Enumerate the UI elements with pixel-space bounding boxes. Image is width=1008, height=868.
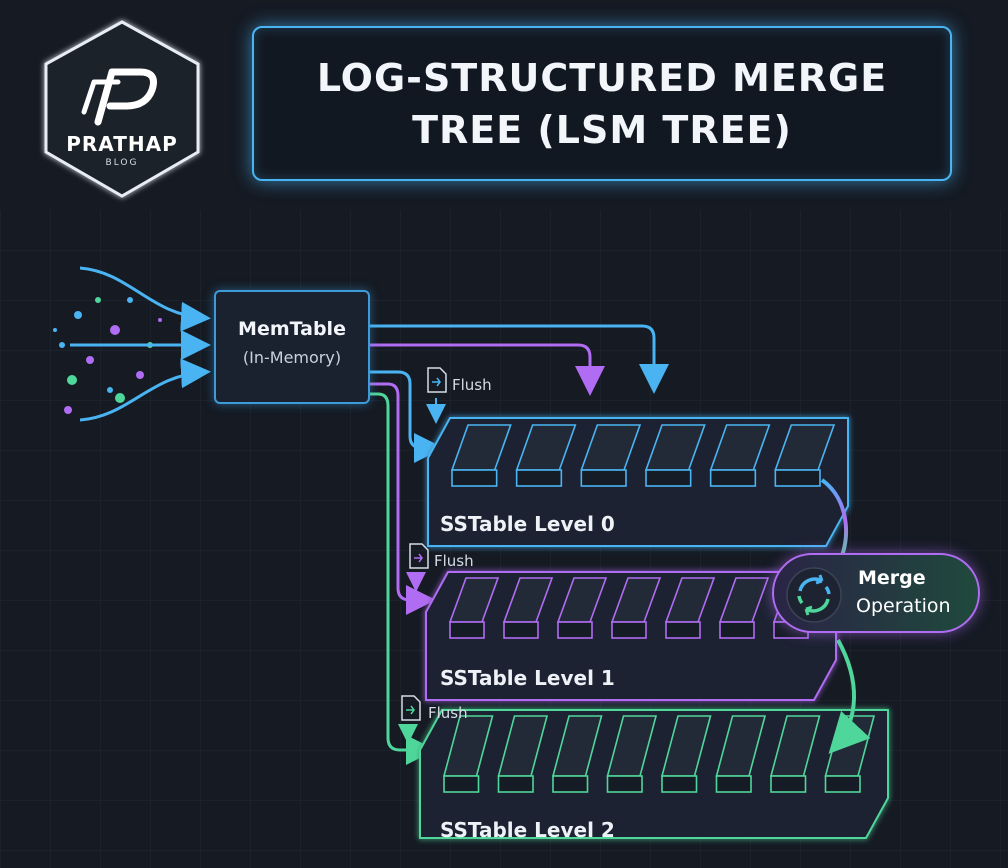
sstable-block-front <box>709 469 757 487</box>
sstable-block-front <box>824 775 861 793</box>
memtable-subtitle: (In-Memory) <box>242 348 342 367</box>
logo <box>44 20 200 198</box>
sstable-block-front <box>557 621 593 639</box>
flush-label-0: Flush <box>452 376 492 394</box>
merge-line-1: Merge <box>858 567 926 589</box>
title-box: LOG-STRUCTURED MERGE TREE (LSM TREE) <box>252 26 952 181</box>
incoming-data-particles <box>53 297 162 414</box>
sstable-level-0 <box>427 417 849 547</box>
sstable-block-front <box>606 775 643 793</box>
sstable-block-front <box>661 775 698 793</box>
file-icon <box>427 367 447 393</box>
sstable-block-front <box>580 469 627 487</box>
file-icon <box>409 543 429 569</box>
flush-marker-0 <box>426 367 447 424</box>
memtable-title: MemTable <box>238 318 346 340</box>
logo-subtitle: BLOG <box>105 158 139 168</box>
file-icon <box>401 695 421 721</box>
flush-marker-1 <box>406 543 429 592</box>
sstable-block-front <box>774 469 821 487</box>
sstable-block-front <box>451 469 498 487</box>
sstable-level-2 <box>419 709 889 839</box>
memtable-to-level0-arrows <box>370 324 669 765</box>
sstable-block-front <box>552 775 589 793</box>
sstable-block-front <box>443 775 480 793</box>
title-line-2: TREE (LSM TREE) <box>412 107 792 152</box>
sstable-block-front <box>611 621 647 639</box>
level-2-label: SSTable Level 2 <box>440 818 615 842</box>
sstable-block-front <box>503 621 539 639</box>
incoming-arrows <box>70 266 211 422</box>
merge-line-2: Operation <box>856 595 951 617</box>
sstable-block-front <box>449 621 485 639</box>
sstable-levels <box>419 417 889 839</box>
sstable-block-front <box>497 775 534 793</box>
flush-label-2: Flush <box>428 704 468 722</box>
memtable-box: MemTable (In-Memory) <box>214 290 370 404</box>
p-monogram-icon <box>81 68 157 126</box>
sstable-block-front <box>715 775 752 793</box>
sstable-block-front <box>719 621 755 639</box>
logo-text-group: PRATHAP BLOG <box>40 20 204 204</box>
level-1-label: SSTable Level 1 <box>440 666 615 690</box>
flush-label-1: Flush <box>434 552 474 570</box>
level-0-label: SSTable Level 0 <box>440 512 615 536</box>
sstable-block-front <box>645 469 692 487</box>
refresh-cycle-icon <box>786 567 842 623</box>
sstable-block-front <box>770 775 807 793</box>
sstable-block-front <box>665 621 701 639</box>
sstable-level-1 <box>425 571 837 701</box>
merge-operation-badge: Merge Operation <box>772 553 980 633</box>
flush-marker-2 <box>398 695 421 744</box>
title-line-1: LOG-STRUCTURED MERGE <box>316 55 888 100</box>
sstable-block-front <box>515 469 563 487</box>
logo-name: PRATHAP <box>66 132 178 156</box>
